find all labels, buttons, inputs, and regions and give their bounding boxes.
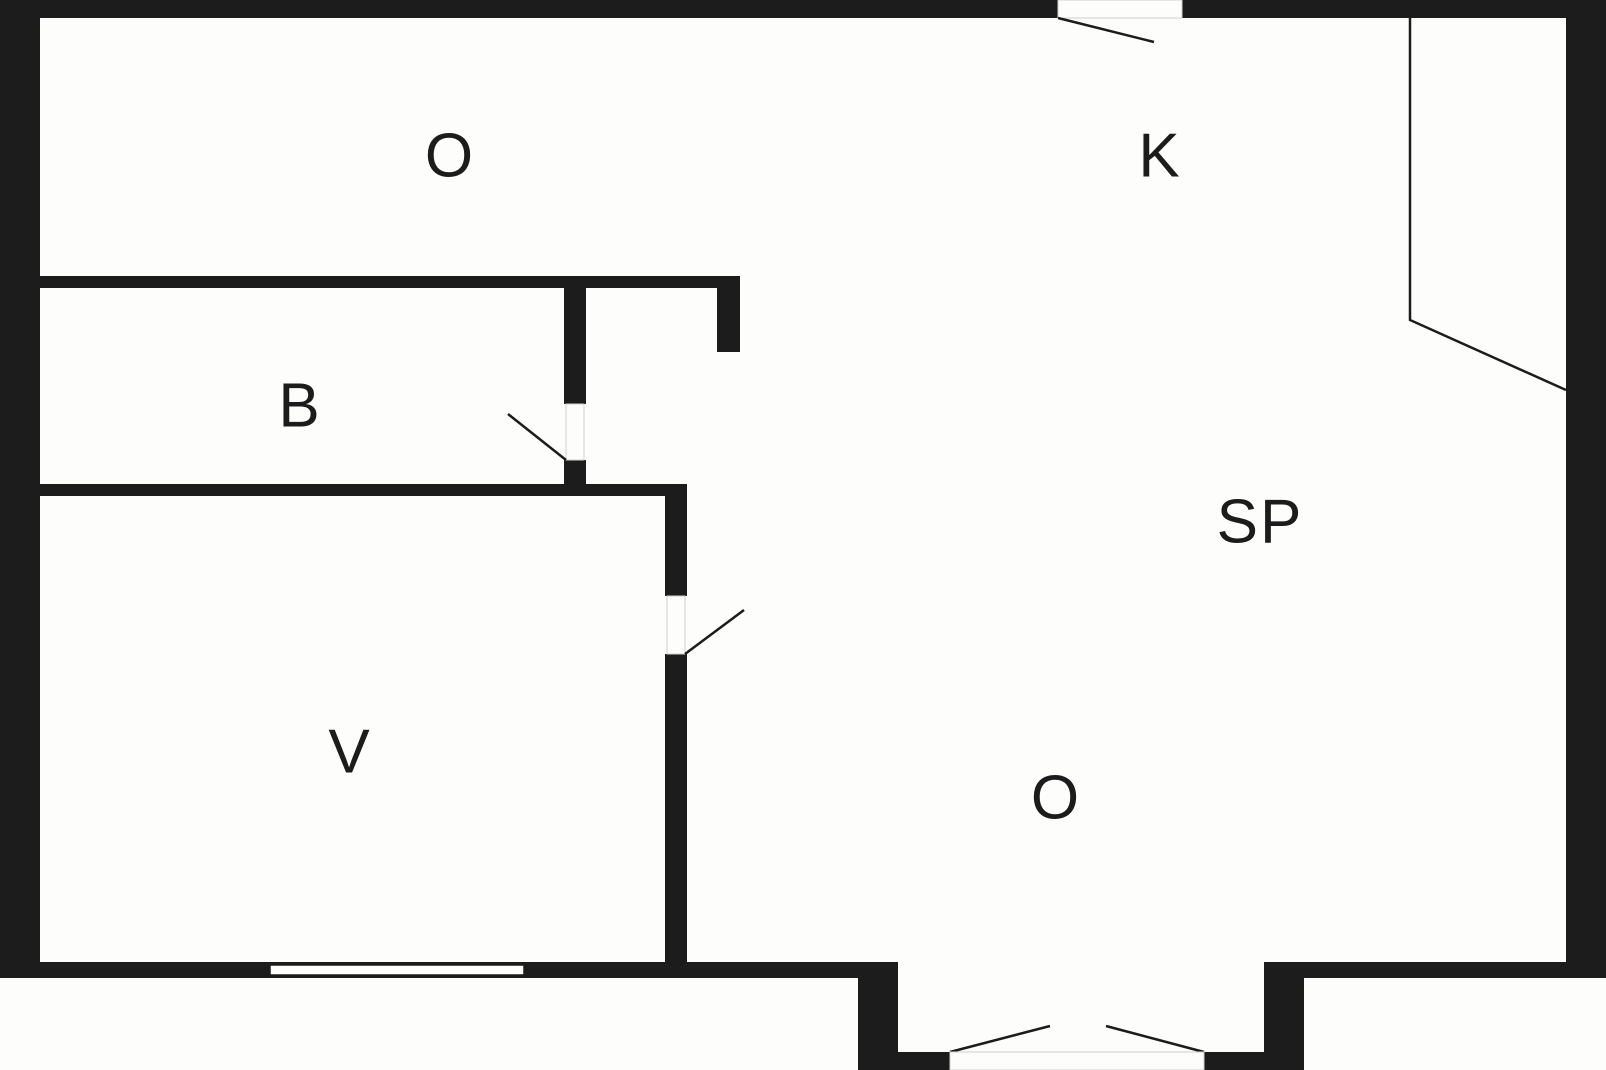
- door-gap-b: [565, 403, 585, 461]
- wall-top-right: [1182, 0, 1606, 18]
- wall-top-left: [0, 0, 1058, 18]
- kitchen-counter: [1408, 18, 1567, 392]
- door-leaf-b: [507, 413, 567, 461]
- door-leaf-top: [1057, 16, 1155, 44]
- wall-b-right-upper: [564, 288, 586, 404]
- door-gap-top: [1057, 0, 1183, 19]
- room-label-o-bottom: O: [1031, 763, 1081, 832]
- wall-right: [1566, 0, 1606, 978]
- wall-b-v: [40, 484, 687, 496]
- room-label-v: V: [328, 717, 371, 786]
- door-gap-v: [666, 595, 686, 655]
- wall-o-b: [40, 276, 740, 288]
- door-leaf-v: [684, 608, 745, 656]
- entry-threshold: [949, 1051, 1205, 1070]
- interior-walls: [40, 276, 740, 968]
- room-label-k: K: [1138, 121, 1181, 190]
- wall-entry-bottom-left: [858, 1052, 950, 1070]
- wall-bottom-right: [1264, 962, 1606, 978]
- wall-entry-bottom-right: [1204, 1052, 1304, 1070]
- wall-v-right-lower: [665, 654, 687, 968]
- room-label-sp: SP: [1217, 487, 1304, 556]
- door-leaf-entry-left: [949, 1024, 1051, 1054]
- wall-v-right-upper: [665, 484, 687, 596]
- window-v: [269, 964, 525, 976]
- door-leaf-entry-right: [1105, 1024, 1205, 1054]
- room-label-o-top: O: [425, 121, 475, 190]
- wall-stub: [717, 276, 740, 352]
- room-label-b: B: [278, 371, 321, 440]
- wall-b-right-lower: [564, 460, 586, 490]
- wall-left: [0, 0, 40, 978]
